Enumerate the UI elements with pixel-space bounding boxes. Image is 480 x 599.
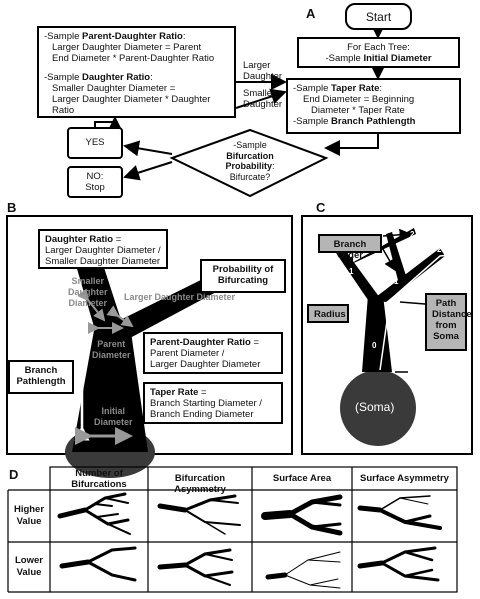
- panel-c-neuron: [334, 228, 445, 446]
- order-2b: 2: [437, 245, 442, 254]
- pd-line3: End Diameter * Parent-Daughter Ratio: [52, 53, 215, 64]
- arrow-yes-to-ratios: [94, 116, 123, 132]
- taper-line1: -Sample Taper Rate:: [293, 83, 383, 94]
- taper-line2: End Diameter = Beginning: [303, 94, 415, 105]
- panel-b-label: B: [7, 200, 17, 215]
- arrow-decision-to-yes: [123, 140, 173, 157]
- decision-text: -Sample Bifurcation Probability: Bifurca…: [225, 140, 275, 182]
- thumb-surfasym-low: [357, 546, 440, 582]
- tree-line1: For Each Tree:: [347, 42, 410, 53]
- dr-line1: -Sample Daughter Ratio:: [44, 72, 153, 83]
- smaller-daughter-arrow: [77, 288, 106, 322]
- daughter-ratio-box: Daughter Ratio = Larger Daughter Diamete…: [38, 229, 168, 269]
- thumb-bif-low: [59, 546, 137, 582]
- thumb-area-low: [265, 551, 341, 589]
- branch-order-arrow-1: [342, 251, 354, 270]
- larger-daughter-diameter-label: Larger Daughter Diameter: [124, 292, 236, 302]
- path-distance-line: [379, 253, 461, 371]
- dr-line2: Smaller Daughter Diameter =: [52, 83, 176, 94]
- arrow-decision-to-no: [123, 161, 173, 181]
- arrow-taper-to-decision: [324, 134, 379, 156]
- radius-box: Radius: [307, 304, 349, 323]
- taper-line3: Diameter * Taper Rate: [311, 105, 405, 116]
- branch-order-arrow-2: [379, 243, 396, 272]
- header-bifurcation-asymmetry: Bifurcation Asymmetry: [174, 473, 226, 495]
- path-distance-pointer: [399, 301, 426, 305]
- order-1a: 1: [349, 267, 354, 276]
- panel-d-label: D: [9, 467, 19, 482]
- header-surface-asymmetry: Surface Asymmetry: [360, 473, 449, 484]
- parent-daughter-ratio-box: Parent-Daughter Ratio = Parent Diameter …: [143, 332, 283, 374]
- thumb-area-high: [261, 494, 343, 536]
- path-distance-box: Path Distance from Soma: [425, 293, 472, 351]
- thumb-surfasym-high: [357, 495, 442, 530]
- panel-c-label: C: [316, 200, 326, 215]
- branch-order-arrow-3: [382, 228, 412, 241]
- no-stop-box: NO:Stop: [67, 166, 123, 198]
- yes-box: YES: [67, 127, 123, 159]
- arrow-smaller-daughter: [235, 88, 287, 109]
- soma-label: (Soma): [355, 400, 395, 414]
- panel-a-label: A: [306, 6, 316, 21]
- ratios-box: -Sample Parent-Daughter Ratio: Larger Da…: [37, 26, 236, 118]
- thumb-bif-high: [57, 492, 131, 535]
- branch-order-box: Branch Order: [318, 234, 382, 261]
- tree-line2: -Sample Initial Diameter: [325, 53, 432, 64]
- thumb-asym-low: [157, 548, 234, 586]
- order-2a: 2: [410, 230, 415, 239]
- pd-line1: -Sample Parent-Daughter Ratio:: [44, 31, 186, 42]
- order-0: 0: [372, 341, 377, 350]
- taper-rate-def-box: Taper Rate = Branch Starting Diameter / …: [143, 382, 283, 424]
- taper-line4: -Sample Branch Pathlength: [293, 116, 416, 127]
- pd-line2: Larger Daughter Diameter = Parent: [52, 42, 202, 53]
- order-1b: 1: [394, 277, 399, 286]
- header-surface-area: Surface Area: [272, 473, 332, 484]
- start-label: Start: [365, 10, 392, 24]
- smaller-daughter-diameter-label: Smaller Daughter Diameter: [68, 276, 108, 308]
- dr-line3: Larger Daughter Diameter * Daughter Rati…: [52, 94, 211, 116]
- larger-daughter-arrow: [106, 305, 134, 328]
- start-node: Start: [345, 3, 412, 30]
- taper-rate-box: -Sample Taper Rate: End Diameter = Begin…: [286, 78, 461, 134]
- decision-diamond: [169, 128, 329, 198]
- thumb-asym-high: [157, 494, 241, 535]
- panel-d-grid: [7, 466, 458, 593]
- for-each-tree-box: For Each Tree: -Sample Initial Diameter: [297, 37, 460, 68]
